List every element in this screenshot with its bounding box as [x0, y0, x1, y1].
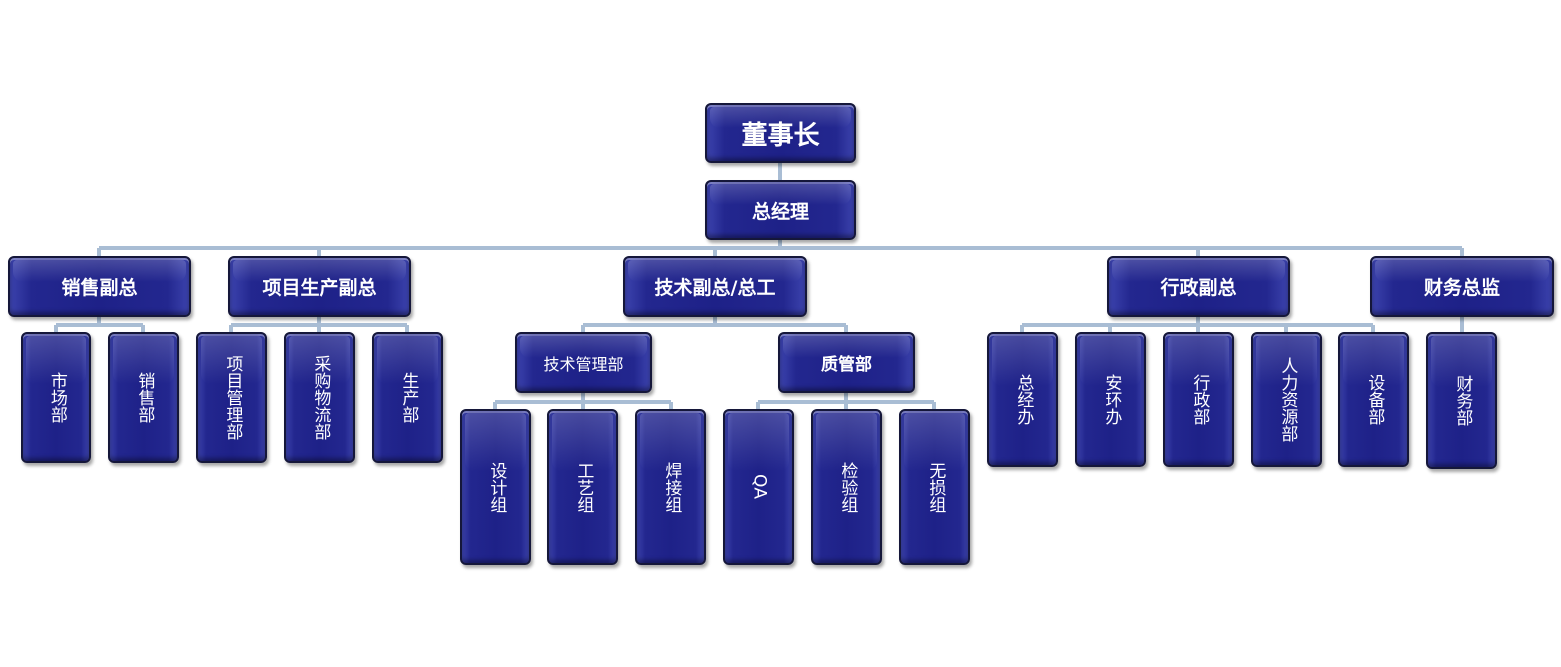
- dept-sales-box[interactable]: 销售部: [108, 332, 179, 463]
- group-ndt-box[interactable]: 无损组: [899, 409, 970, 565]
- dept-market-label: 市场部: [46, 372, 67, 423]
- dept-admin-box[interactable]: 行政部: [1163, 332, 1234, 467]
- group-welding-box[interactable]: 焊接组: [635, 409, 706, 565]
- vp-production-label: 项目生产副总: [262, 277, 377, 299]
- dept-tech-mgmt-label: 技术管理部: [543, 354, 624, 374]
- group-qa-box[interactable]: QA: [723, 409, 794, 565]
- dept-gm-office-label: 总经办: [1013, 374, 1034, 425]
- dept-equipment-box[interactable]: 设备部: [1338, 332, 1409, 467]
- dept-project-mgmt-box[interactable]: 项目管理部: [196, 332, 267, 463]
- dept-hr-box[interactable]: 人力资源部: [1251, 332, 1322, 467]
- group-inspection-label: 检验组: [837, 461, 858, 513]
- dept-equipment-label: 设备部: [1364, 374, 1385, 425]
- dept-quality-box[interactable]: 质管部: [778, 332, 915, 393]
- dept-quality-label: 质管部: [821, 355, 872, 375]
- finance-director-box[interactable]: 财务总监: [1370, 256, 1554, 317]
- general-manager-label: 总经理: [751, 200, 809, 223]
- finance-director-label: 财务总监: [1423, 277, 1500, 299]
- vp-sales-box[interactable]: 销售副总: [8, 256, 191, 317]
- dept-project-mgmt-label: 项目管理部: [222, 355, 243, 440]
- dept-admin-label: 行政部: [1189, 374, 1210, 425]
- dept-market-box[interactable]: 市场部: [21, 332, 91, 463]
- dept-safety-env-label: 安环办: [1101, 374, 1122, 425]
- vp-sales-label: 销售副总: [61, 277, 138, 299]
- group-process-box[interactable]: 工艺组: [547, 409, 618, 565]
- dept-procurement-label: 采购物流部: [310, 355, 331, 440]
- vp-production-box[interactable]: 项目生产副总: [228, 256, 411, 317]
- vp-tech-box[interactable]: 技术副总/总工: [623, 256, 807, 317]
- dept-tech-mgmt-box[interactable]: 技术管理部: [515, 332, 652, 393]
- dept-production-label: 生产部: [398, 372, 419, 423]
- chairman-label: 董事长: [741, 120, 820, 151]
- dept-production-box[interactable]: 生产部: [372, 332, 443, 463]
- dept-sales-label: 销售部: [134, 372, 155, 423]
- group-inspection-box[interactable]: 检验组: [811, 409, 882, 565]
- dept-procurement-box[interactable]: 采购物流部: [284, 332, 355, 463]
- vp-tech-label: 技术副总/总工: [654, 277, 776, 299]
- dept-hr-label: 人力资源部: [1277, 357, 1298, 442]
- dept-safety-env-box[interactable]: 安环办: [1075, 332, 1146, 467]
- dept-gm-office-box[interactable]: 总经办: [987, 332, 1058, 467]
- group-process-label: 工艺组: [573, 461, 594, 513]
- dept-finance-label: 财务部: [1452, 375, 1473, 426]
- general-manager-box[interactable]: 总经理: [705, 180, 856, 240]
- vp-admin-label: 行政副总: [1160, 277, 1237, 299]
- dept-finance-box[interactable]: 财务部: [1426, 332, 1497, 469]
- vp-admin-box[interactable]: 行政副总: [1107, 256, 1290, 317]
- chairman-box[interactable]: 董事长: [705, 103, 856, 163]
- group-qa-label: QA: [749, 474, 770, 500]
- group-design-label: 设计组: [486, 461, 507, 513]
- group-design-box[interactable]: 设计组: [460, 409, 531, 565]
- group-welding-label: 焊接组: [661, 461, 682, 513]
- group-ndt-label: 无损组: [925, 461, 946, 513]
